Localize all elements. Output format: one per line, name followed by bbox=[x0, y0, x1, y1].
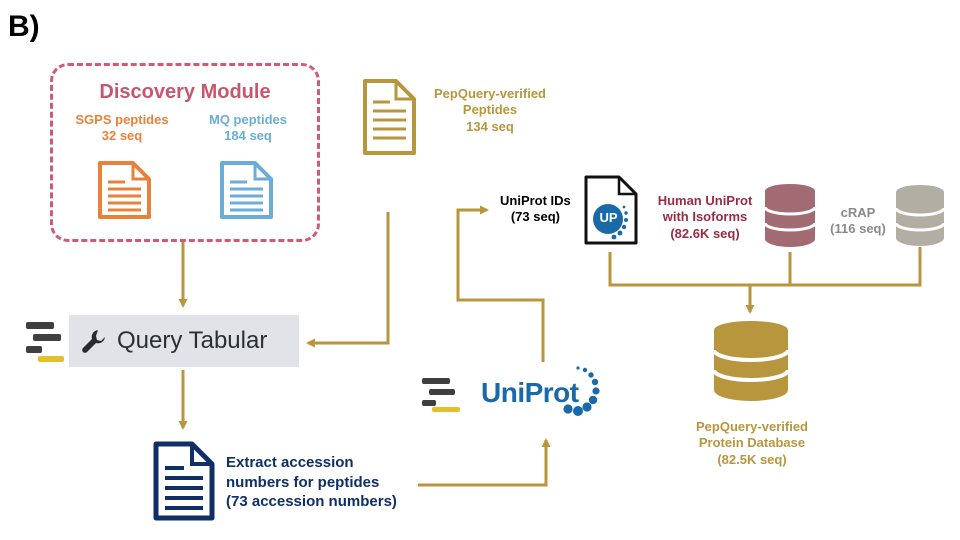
wrench-icon bbox=[82, 330, 105, 353]
discovery-module-box bbox=[50, 63, 320, 242]
arrow-pepquery-to-query bbox=[306, 212, 390, 348]
human-line1: Human UniProt bbox=[657, 193, 753, 208]
pepquery-peptides-label: PepQuery-verified Peptides 134 seq bbox=[425, 86, 555, 135]
protein-db-line1: PepQuery-verified bbox=[696, 419, 808, 434]
sgps-count: 32 seq bbox=[101, 128, 143, 144]
extract-accession-label: Extract accession numbers for peptides (… bbox=[226, 453, 397, 512]
protein-database-label: PepQuery-verified Protein Database (82.5… bbox=[672, 419, 832, 468]
uniprot-tool-button[interactable]: UniProt bbox=[476, 365, 616, 425]
uniprot-ids-label: UniProt IDs (73 seq) bbox=[500, 193, 571, 226]
mq-document-icon bbox=[220, 161, 273, 219]
human-line2: with Isoforms bbox=[662, 209, 748, 225]
panel-label: B) bbox=[8, 10, 40, 43]
protein-db-line2: Protein Database bbox=[698, 435, 806, 451]
mq-peptides-label: MQ peptides 184 seq bbox=[188, 112, 308, 145]
extract-line2: numbers for peptides bbox=[226, 473, 380, 491]
merge-line bbox=[608, 247, 922, 287]
crap-line1: cRAP bbox=[840, 205, 876, 220]
crap-line2: (116 seq) bbox=[830, 221, 886, 237]
human-uniprot-label: Human UniProt with Isoforms (82.6K seq) bbox=[648, 193, 762, 242]
uniprot-tool-icon bbox=[422, 378, 462, 412]
pepquery-line2: Peptides bbox=[462, 102, 518, 118]
query-tabular-label: Query Tabular bbox=[117, 327, 268, 354]
uniprot-ids-document-icon bbox=[584, 175, 638, 245]
extract-line3: (73 accession numbers) bbox=[226, 493, 397, 510]
query-tabular-tool-icon bbox=[26, 322, 66, 362]
uniprot-tool-label: UniProt bbox=[481, 377, 579, 408]
discovery-module-title: Discovery Module bbox=[99, 81, 271, 103]
arrow-uniprot-to-ids bbox=[456, 205, 545, 362]
extract-line1: Extract accession bbox=[226, 454, 354, 471]
arrow-extract-to-uniprot bbox=[418, 438, 551, 487]
mq-name: MQ peptides bbox=[208, 112, 287, 127]
query-tabular-button[interactable]: Query Tabular bbox=[69, 315, 299, 367]
pepquery-peptides-document-icon bbox=[363, 79, 416, 155]
mq-count: 184 seq bbox=[224, 128, 272, 144]
extract-document-icon bbox=[153, 441, 215, 521]
pepquery-line1: PepQuery-verified bbox=[434, 86, 546, 101]
sgps-name: SGPS peptides bbox=[75, 112, 169, 127]
uniprot-ids-line2: (73 seq) bbox=[510, 209, 560, 225]
sgps-document-icon bbox=[98, 161, 151, 219]
uniprot-dots-logo-icon bbox=[563, 366, 600, 416]
uniprot-badge-text: UP bbox=[599, 210, 618, 225]
protein-database-icon bbox=[712, 321, 790, 401]
human-line3: (82.6K seq) bbox=[670, 225, 740, 241]
crap-label: cRAP (116 seq) bbox=[826, 205, 890, 238]
pepquery-line3: 134 seq bbox=[466, 118, 514, 134]
protein-db-line3: (82.5K seq) bbox=[717, 451, 787, 467]
human-uniprot-database-icon bbox=[763, 184, 817, 247]
sgps-peptides-label: SGPS peptides 32 seq bbox=[62, 112, 182, 145]
crap-database-icon bbox=[894, 185, 946, 246]
uniprot-ids-line1: UniProt IDs bbox=[500, 193, 571, 208]
